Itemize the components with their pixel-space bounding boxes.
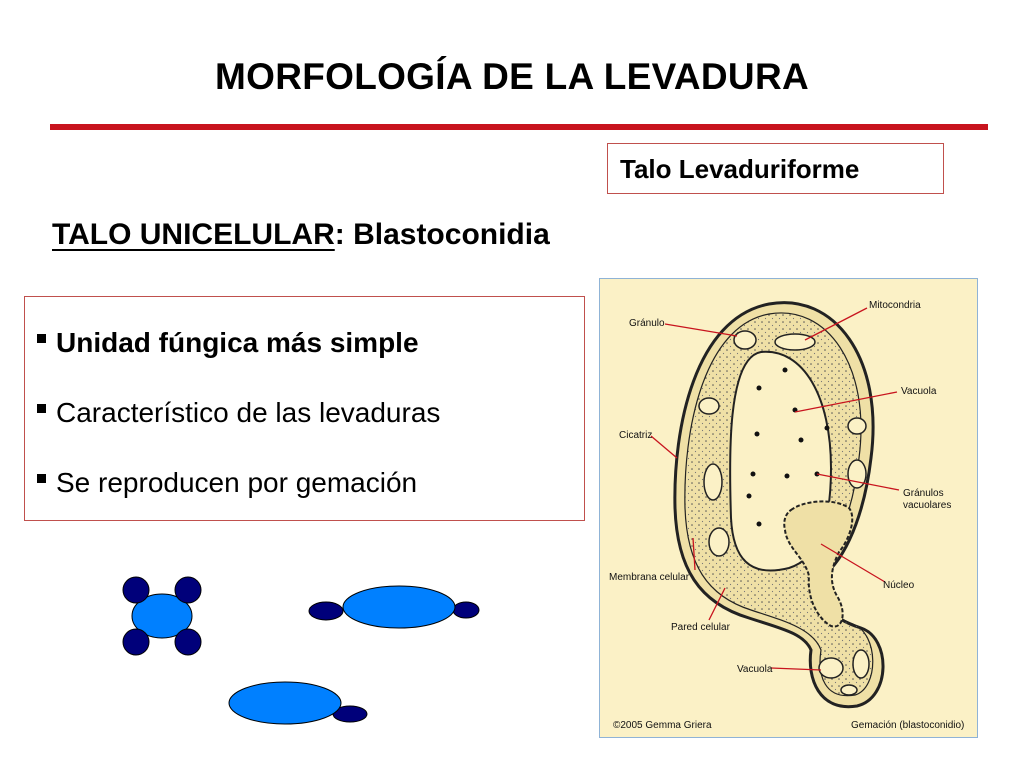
label-granulo: Gránulo [629,318,665,329]
budding-yeast-illustration [122,576,480,725]
mitochondria [703,333,870,696]
bullet-box: Unidad fúngica más simple Característico… [24,296,585,521]
bud-cell [122,576,150,604]
label-cicatriz: Cicatriz [619,430,652,441]
square-bullet-icon [37,334,46,344]
nucleus [783,500,854,628]
bullet-text: Unidad fúngica más simple [56,327,419,358]
mother-cell [228,681,342,725]
mother-cell [131,593,193,639]
slide-title: MORFOLOGÍA DE LA LEVADURA [215,56,809,97]
bud-cell [174,576,202,604]
label-nucleo: Núcleo [883,580,915,591]
label-leader-lines [650,307,900,671]
granule [733,330,757,350]
square-bullet-icon [37,404,46,414]
label-mitocondria: Mitocondria [869,300,921,311]
label-membrana-celular: Membrana celular [609,572,690,583]
bud-cell [174,628,202,656]
granule [847,417,867,435]
multipolar-budding-cell [122,576,202,656]
label-pared-celular: Pared celular [671,622,731,633]
talo-tag-box: Talo Levaduriforme [607,143,944,194]
talo-tag-label: Talo Levaduriforme [620,154,860,184]
section-subtitle: TALO UNICELULAR: Blastoconidia [52,218,550,252]
bullet-text: Característico de las levaduras [56,397,441,428]
subtitle-underlined: TALO UNICELULAR [52,218,335,251]
square-bullet-icon [37,474,46,484]
yeast-cell-diagram: Gránulo Mitocondria Vacuola Cicatriz Grá… [599,278,978,738]
bullet-item: Se reproducen por gemación [37,467,417,499]
vacuolar-granules [746,367,830,527]
label-granulos-vacuolares: vacuolares [903,500,951,511]
bullet-item: Unidad fúngica más simple [37,327,419,359]
bipolar-budding-cell [308,585,480,629]
bud-cell [452,601,480,619]
label-vacuola-bud: Vacuola [737,664,773,675]
bullet-item: Característico de las levaduras [37,397,440,429]
label-vacuola: Vacuola [901,386,937,397]
bud-vacuole [818,657,844,679]
subtitle-rest: : Blastoconidia [334,218,550,251]
mother-cell [342,585,456,629]
bud-cell [308,601,344,621]
bullet-text: Se reproducen por gemación [56,467,418,498]
title-divider [50,124,988,130]
granule [698,397,720,415]
label-granulos-vacuolares: Gránulos [903,488,944,499]
bud-cell [122,628,150,656]
diagram-caption: Gemación (blastoconidio) [851,720,964,731]
copyright-text: ©2005 Gemma Griera [613,720,712,731]
monopolar-budding-cell [228,681,368,725]
